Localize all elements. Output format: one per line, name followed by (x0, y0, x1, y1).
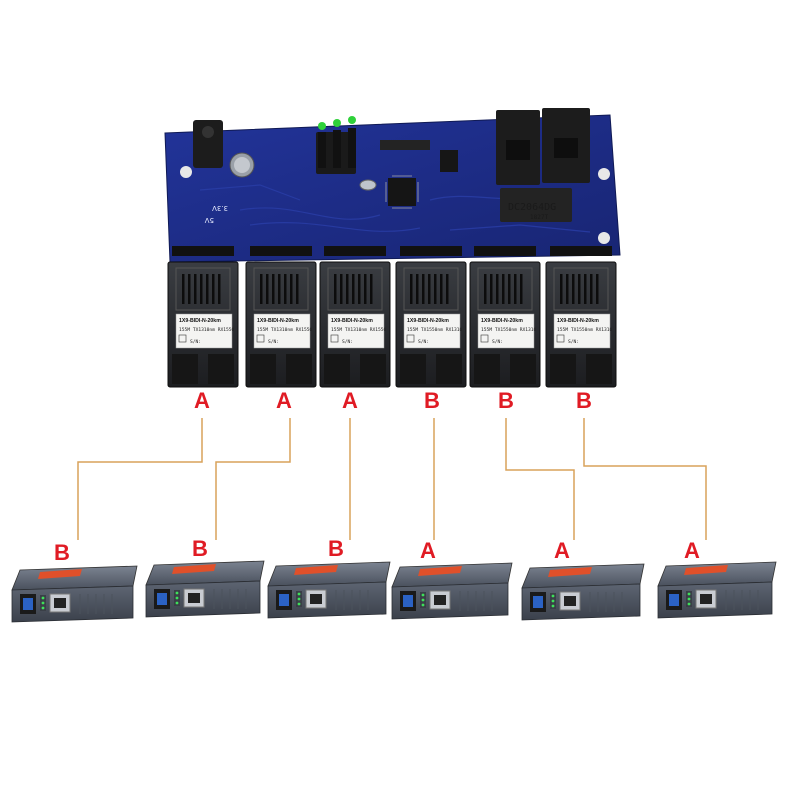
mount-hole (598, 232, 610, 244)
module-spec: 155M TX1550nm RX1310 (481, 327, 537, 333)
module-port (400, 354, 426, 384)
fiber-line (77, 418, 203, 540)
module-port (172, 354, 198, 384)
chip-label: DC2064DG (508, 202, 556, 213)
module-spec: 155M TX1310nm RX1550 (179, 327, 235, 333)
module-spec: 155M TX1310nm RX1550 (257, 327, 313, 333)
brand-stripe (38, 569, 82, 579)
capacitor (229, 152, 255, 178)
fiber-line (215, 418, 291, 540)
fiber-line (505, 418, 575, 540)
module-port (360, 354, 386, 384)
module-serial: S/N: (418, 339, 429, 345)
module-serial: S/N: (492, 339, 503, 345)
media-converter (657, 561, 777, 619)
mount-hole (598, 168, 610, 180)
header-pins (380, 140, 430, 150)
converter-letter: B (54, 540, 70, 565)
module-title: 1X9-BIDI-N-20km (331, 318, 373, 324)
brand-stripe (548, 567, 592, 577)
mount-hole (180, 166, 192, 178)
module-label (477, 313, 535, 349)
module-label (253, 313, 311, 349)
module-pins (172, 246, 234, 256)
module-title: 1X9-BIDI-N-20km (557, 318, 599, 324)
converter-letter: A (554, 538, 570, 563)
module-port (550, 354, 576, 384)
module-pins (250, 246, 312, 256)
crystal (359, 179, 377, 191)
media-converter (391, 562, 513, 620)
converter-letter: A (420, 538, 436, 563)
converter-letter: A (684, 538, 700, 563)
module-title: 1X9-BIDI-N-20km (481, 318, 523, 324)
module-serial: S/N: (342, 339, 353, 345)
silk-5v: 5V (205, 216, 214, 224)
brand-stripe (294, 565, 338, 575)
module-label (553, 313, 611, 349)
module-serial: S/N: (568, 339, 579, 345)
silk-33v: 3.3V (212, 204, 228, 212)
brand-stripe (418, 566, 462, 576)
module-port (586, 354, 612, 384)
main-chip (385, 175, 419, 209)
transformer-chip: DC2064DG 1827T (500, 188, 572, 222)
module-pins (400, 246, 462, 256)
brand-stripe (684, 565, 728, 575)
media-converter (521, 563, 645, 621)
switch-port-letter: B (576, 388, 592, 413)
converter-letter: B (192, 536, 208, 561)
switch-port-letter: B (424, 388, 440, 413)
media-converters (11, 560, 777, 623)
fiber-line (583, 418, 707, 540)
module-spec: 155M TX1310nm RX1550 (331, 327, 387, 333)
fiber-connections (77, 418, 707, 540)
module-spec: 155M TX1550nm RX1310 (407, 327, 463, 333)
status-leds (316, 116, 356, 174)
module-spec: 155M TX1550nm RX1310 (557, 327, 613, 333)
switch-port-letter: A (276, 388, 292, 413)
module-label (403, 313, 461, 349)
switch-port-letter: A (342, 388, 358, 413)
module-title: 1X9-BIDI-N-20km (407, 318, 449, 324)
module-serial: S/N: (268, 339, 279, 345)
media-converter (267, 561, 391, 619)
module-port (286, 354, 312, 384)
module-pins (474, 246, 536, 256)
module-serial: S/N: (190, 339, 201, 345)
media-converter (11, 565, 138, 623)
rj45-ports (496, 108, 590, 185)
converter-letter: B (328, 536, 344, 561)
chip-date: 1827T (530, 214, 548, 221)
module-title: 1X9-BIDI-N-20km (257, 318, 299, 324)
switch-board: DC2064DG 1827T 5V 3.3V (164, 108, 621, 263)
module-title: 1X9-BIDI-N-20km (179, 318, 221, 324)
module-port (208, 354, 234, 384)
module-pins (550, 246, 612, 256)
module-port (510, 354, 536, 384)
module-pins (324, 246, 386, 256)
small-chip (440, 150, 458, 172)
switch-port-letter: A (194, 388, 210, 413)
module-port (250, 354, 276, 384)
switch-port-letter: B (498, 388, 514, 413)
module-label (327, 313, 385, 349)
module-port (324, 354, 350, 384)
module-label (175, 313, 233, 349)
power-jack (193, 120, 223, 168)
module-port (436, 354, 462, 384)
module-port (474, 354, 500, 384)
brand-stripe (172, 564, 216, 574)
media-converter (145, 560, 265, 618)
